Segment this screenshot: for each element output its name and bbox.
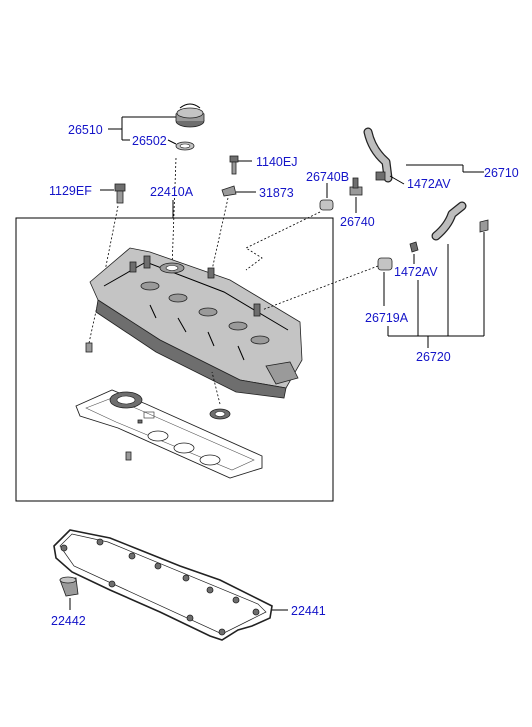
- rocker-cover[interactable]: [89, 247, 303, 399]
- label-26720: 26720: [416, 350, 451, 364]
- label-31873: 31873: [259, 186, 294, 200]
- filler-cap-gasket[interactable]: [175, 141, 195, 151]
- label-26740: 26740: [340, 215, 375, 229]
- label-26510: 26510: [68, 123, 103, 137]
- cover-assembly-frame: [15, 217, 334, 502]
- label-26710: 26710: [484, 166, 519, 180]
- hose-clamp-1472av[interactable]: [409, 241, 419, 253]
- bolt-1140ej[interactable]: [229, 155, 239, 175]
- leader-31873-dash: [211, 197, 229, 271]
- label-1129ef: 1129EF: [49, 184, 92, 198]
- leader-26510: [108, 116, 177, 269]
- label-26502: 26502: [132, 134, 167, 148]
- leader-26720: [387, 232, 485, 348]
- label-1472av-mid: 1472AV: [394, 265, 438, 279]
- label-26719a: 26719A: [365, 311, 409, 325]
- seal-22442[interactable]: [59, 576, 79, 597]
- clip-31873[interactable]: [221, 185, 237, 197]
- label-22442: 22442: [51, 614, 86, 628]
- oil-filler-cap[interactable]: [175, 103, 205, 128]
- label-22441: 22441: [291, 604, 326, 618]
- cover-gasket-22441[interactable]: [53, 529, 273, 641]
- hose-26719a[interactable]: [377, 257, 393, 271]
- dowel-pin: [85, 342, 93, 353]
- label-26740b: 26740B: [306, 170, 349, 184]
- oil-seal[interactable]: [209, 408, 231, 420]
- breather-hose-26710[interactable]: [363, 127, 393, 183]
- pcv-grommet-26740b[interactable]: [319, 199, 334, 211]
- cover-baffle-gasket[interactable]: [75, 389, 263, 479]
- bolt-1129ef[interactable]: [114, 183, 126, 204]
- label-22410a: 22410A: [150, 185, 194, 199]
- leader-26710: [389, 175, 405, 185]
- pcv-valve-26740[interactable]: [349, 177, 363, 196]
- label-1140ej: 1140EJ: [256, 155, 297, 169]
- label-1472av-top: 1472AV: [407, 177, 451, 191]
- ventilation-hose-26720[interactable]: [431, 201, 489, 241]
